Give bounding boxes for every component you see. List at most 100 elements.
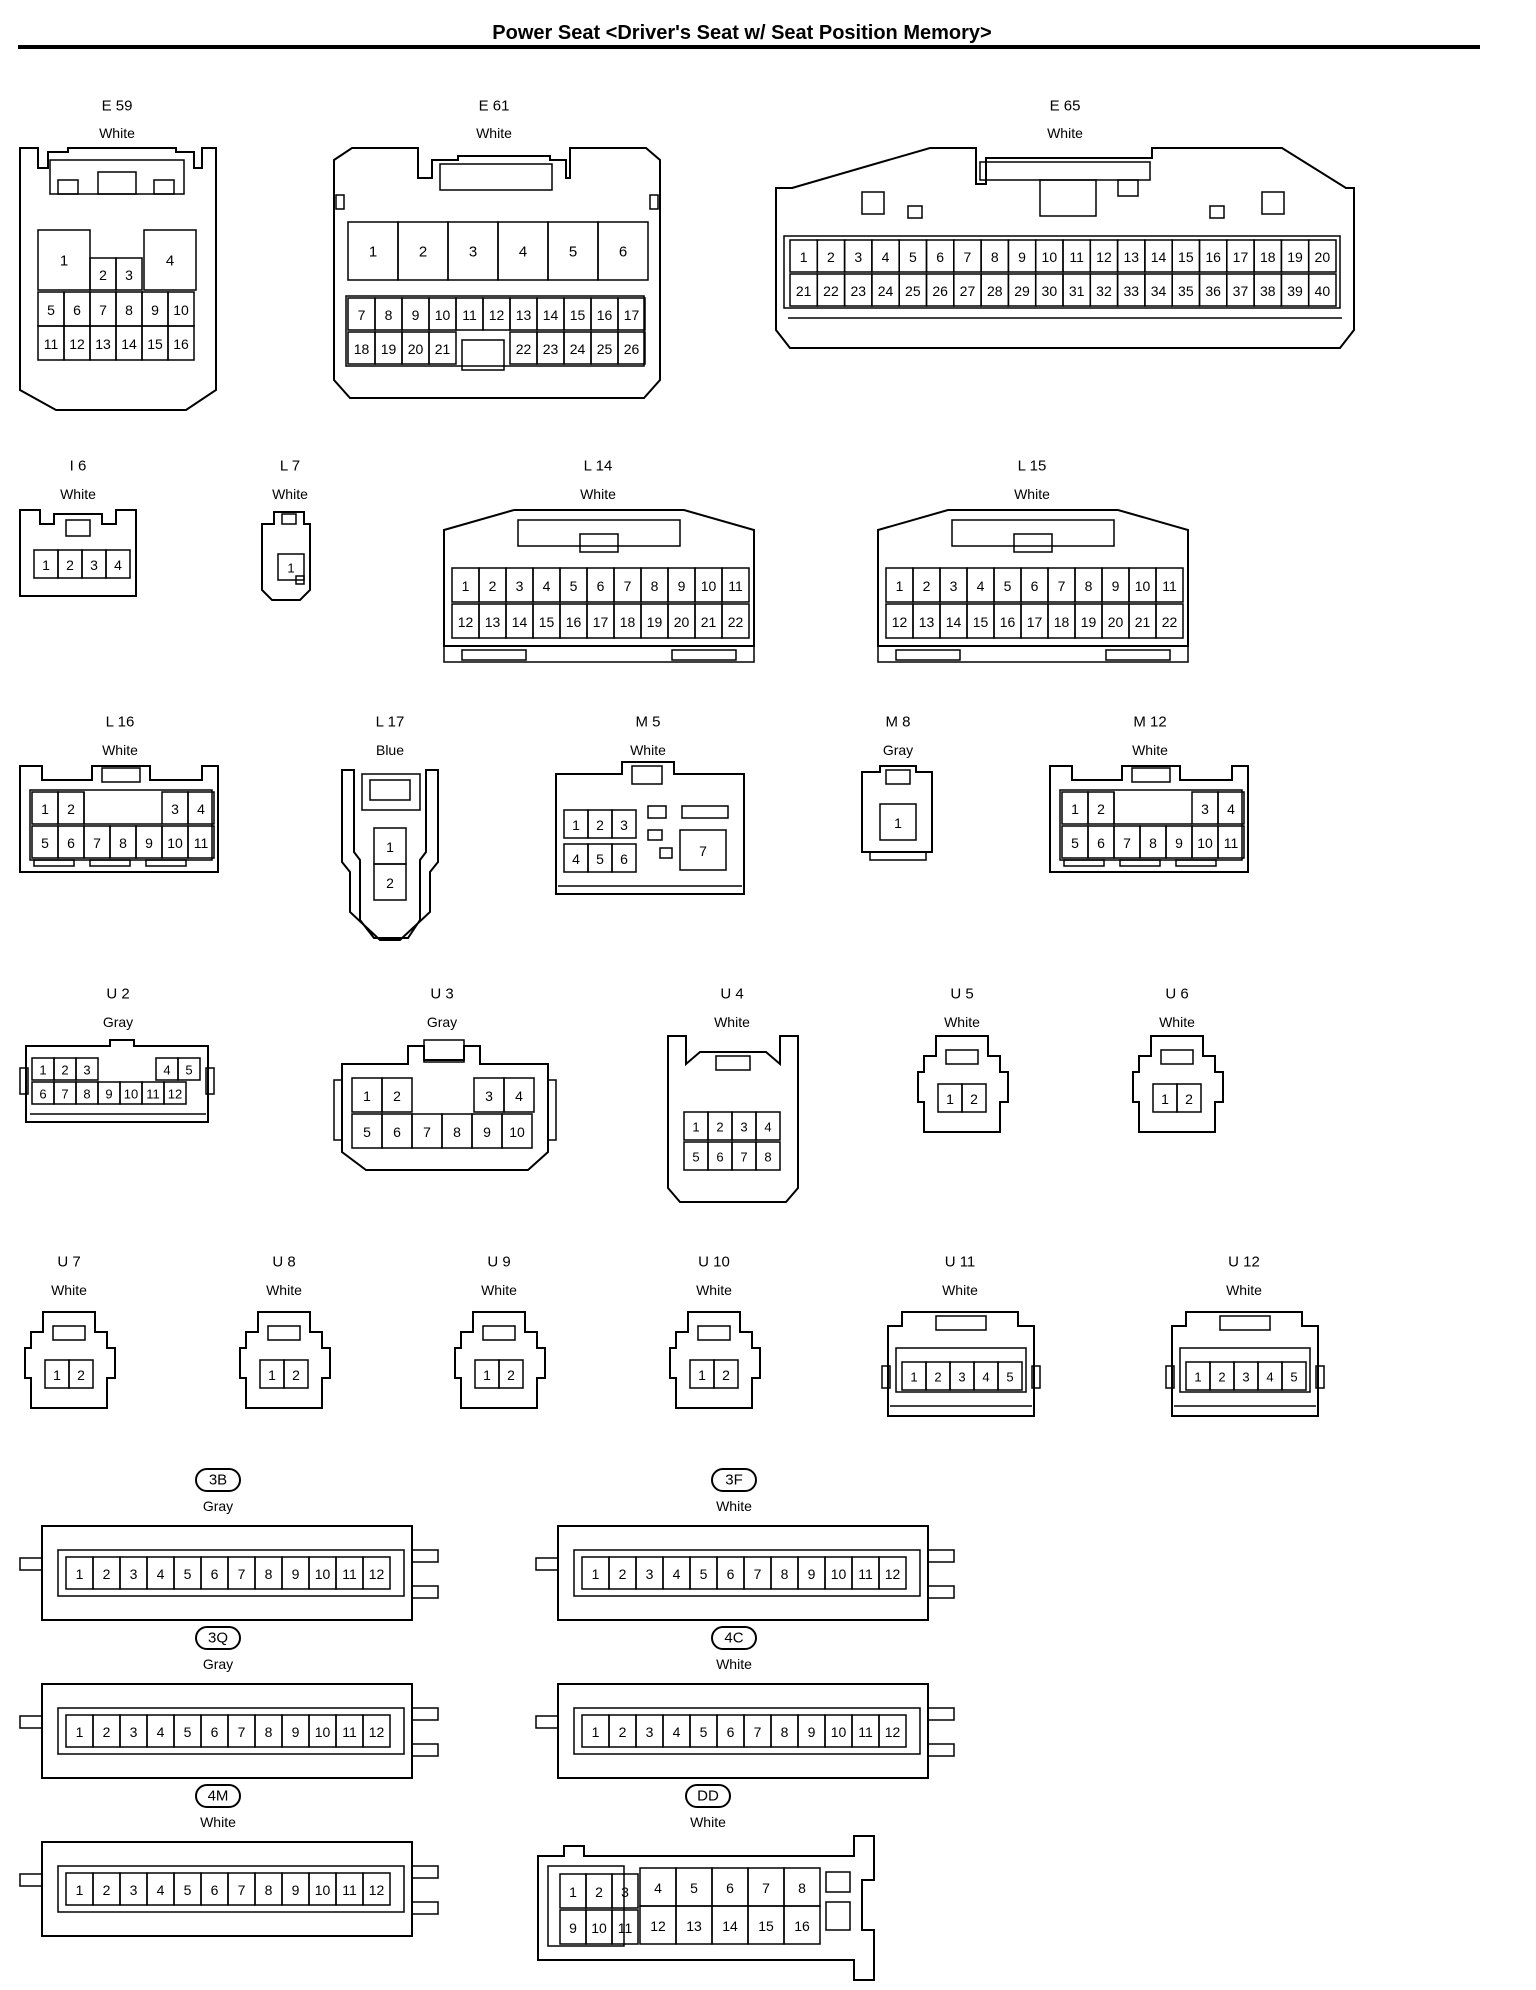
pin-2 [283, 1359, 309, 1389]
pin-number: 2 [716, 1120, 723, 1135]
pin-number: 5 [1006, 1370, 1013, 1385]
pin-number: 9 [808, 1724, 816, 1740]
pin-number: 1 [910, 1370, 917, 1385]
pin-number: 2 [489, 578, 497, 594]
connector-name: L 14 [584, 458, 613, 475]
pin-number: 7 [238, 1882, 246, 1898]
connector-color: Gray [883, 742, 913, 758]
connector-color: White [1226, 1282, 1262, 1298]
pin-number: 2 [1097, 801, 1105, 817]
pin-number: 5 [47, 302, 55, 318]
pin-number: 21 [701, 614, 717, 630]
pin-number: 13 [1123, 249, 1139, 265]
connector-name: M 5 [635, 714, 660, 731]
pin-number: 39 [1287, 283, 1303, 299]
pin-number: 37 [1233, 283, 1249, 299]
pin-number: 12 [1096, 249, 1112, 265]
pin-number: 6 [936, 249, 944, 265]
pin-number: 9 [292, 1882, 300, 1898]
pin-number: 7 [238, 1724, 246, 1740]
pin-number: 11 [44, 336, 59, 352]
pin-number: 9 [151, 302, 159, 318]
pin-number: 24 [570, 341, 586, 357]
pin-number: 5 [1004, 578, 1012, 594]
pin-number: 3 [646, 1566, 654, 1582]
pin-number: 5 [700, 1566, 708, 1582]
pin-5 [1281, 1361, 1307, 1391]
connector-color: Gray [203, 1498, 233, 1514]
pin-number: 9 [483, 1124, 491, 1140]
pin-number: 2 [386, 875, 394, 891]
pin-number: 4 [543, 578, 551, 594]
pin-number: 11 [194, 835, 209, 851]
pin-number: 6 [67, 835, 75, 851]
pin-22 [1155, 603, 1184, 639]
pin-number: 6 [727, 1724, 735, 1740]
pin-number: 11 [342, 1724, 357, 1740]
connector-name: U 5 [950, 986, 973, 1003]
pin-number: 29 [1014, 283, 1030, 299]
pin-11 [611, 1909, 639, 1945]
pin-number: 1 [1071, 801, 1079, 817]
pin-number: 26 [932, 283, 948, 299]
pin-number: 8 [1085, 578, 1093, 594]
pin-12 [878, 1714, 907, 1748]
pin-number: 4 [977, 578, 985, 594]
pin-number: 11 [1162, 578, 1177, 594]
pin-number: 8 [265, 1724, 273, 1740]
pin-number: 4 [882, 249, 890, 265]
pin-2 [713, 1359, 739, 1389]
pin-number: 12 [489, 307, 505, 323]
pin-number: 10 [831, 1566, 847, 1582]
pin-number: 30 [1042, 283, 1058, 299]
connector-color: White [942, 1282, 978, 1298]
pin-number: 8 [781, 1566, 789, 1582]
pin-12 [362, 1556, 391, 1590]
pin-number: 1 [363, 1088, 371, 1104]
connector-color: White [102, 742, 138, 758]
connector-name-oval [195, 1468, 241, 1492]
pin-number: 18 [620, 614, 636, 630]
pin-number: 8 [265, 1566, 273, 1582]
pin-number: 5 [1290, 1370, 1297, 1385]
pin-number: 11 [1224, 835, 1239, 851]
pin-number: 2 [934, 1370, 941, 1385]
pin-number: 7 [423, 1124, 431, 1140]
pin-number: 12 [369, 1882, 385, 1898]
pin-17 [617, 297, 646, 331]
pin-number: 18 [1260, 249, 1276, 265]
pin-number: 1 [41, 801, 49, 817]
pin-number: 13 [516, 307, 532, 323]
pin-number: 5 [185, 1063, 192, 1078]
pin-number: 2 [619, 1566, 627, 1582]
pin-number: 1 [287, 561, 294, 576]
connector-name: L 15 [1018, 458, 1047, 475]
pin-number: 7 [358, 307, 366, 323]
pin-number: 1 [76, 1724, 84, 1740]
pin-number: 2 [103, 1566, 111, 1582]
pin-number: 11 [858, 1566, 873, 1582]
pin-number: 2 [923, 578, 931, 594]
pin-number: 3 [171, 801, 179, 817]
connector-name: M 8 [885, 714, 910, 731]
pin-number: 7 [61, 1087, 68, 1102]
connector-name: L 7 [280, 458, 300, 475]
pin-6 [611, 843, 637, 873]
pin-number: 9 [145, 835, 153, 851]
pin-12 [362, 1714, 391, 1748]
pin-number: 4 [166, 253, 174, 270]
pin-number: 8 [119, 835, 127, 851]
pin-number: 6 [393, 1124, 401, 1140]
pin-number: 10 [315, 1566, 331, 1582]
connector-color: White [944, 1014, 980, 1030]
connector-color: White [476, 125, 512, 141]
pin-number: 8 [991, 249, 999, 265]
pin-number: 2 [292, 1367, 300, 1383]
pin-number: 11 [1069, 249, 1084, 265]
